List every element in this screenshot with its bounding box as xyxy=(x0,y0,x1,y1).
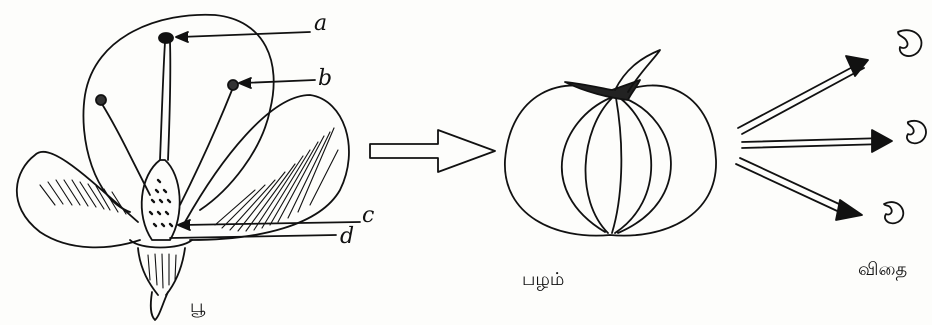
pointer-c-arrowhead xyxy=(177,219,191,231)
arrow-flower-to-fruit xyxy=(369,129,496,173)
flower-ovules xyxy=(148,178,174,228)
flower-petal-right xyxy=(184,94,350,241)
arrow-seed-middle-head xyxy=(871,129,893,153)
flower-receptacle xyxy=(129,239,193,296)
arrow-seed-bottom-head xyxy=(835,199,863,221)
seed-top xyxy=(897,29,923,57)
seed-bottom xyxy=(883,201,905,225)
flower xyxy=(15,13,350,321)
flower-style xyxy=(159,41,172,161)
pointer-a xyxy=(179,31,311,38)
fruit-segments xyxy=(561,97,672,234)
flower-pedicel xyxy=(149,291,169,321)
label-c: c xyxy=(362,203,374,228)
seed-middle xyxy=(906,119,927,145)
flower-petal-top xyxy=(82,13,275,213)
flower-anther-left xyxy=(95,94,107,106)
part-labels: a b c d xyxy=(314,11,374,249)
flower-stamen-left xyxy=(101,103,151,196)
flower-anther-right xyxy=(227,79,239,91)
fruit xyxy=(504,49,717,237)
pointer-d xyxy=(169,234,337,239)
captions: பூ பழம் விதை xyxy=(190,259,907,318)
flower-petal-right-shading xyxy=(214,127,339,232)
label-b: b xyxy=(318,66,332,91)
flower-petal-left-shading xyxy=(39,179,127,215)
caption-fruit: பழம் xyxy=(522,269,564,291)
label-pointers xyxy=(169,31,361,239)
pointer-c xyxy=(181,221,361,226)
caption-seeds: விதை xyxy=(858,259,907,281)
pointer-b xyxy=(242,79,316,84)
flower-stamen-right xyxy=(179,89,233,206)
arrow-seed-top xyxy=(737,61,865,135)
seeds xyxy=(883,29,927,225)
arrow-seed-middle xyxy=(741,137,886,149)
flower-petal-left xyxy=(15,150,141,249)
flower-receptacle-shading xyxy=(147,253,177,289)
fruit-calyx xyxy=(564,79,641,101)
flower-stigma xyxy=(158,32,174,44)
arrow-seed-bottom xyxy=(735,157,853,217)
arrow-seed-top-head xyxy=(845,55,869,77)
pointer-b-arrowhead xyxy=(238,77,252,89)
pointer-a-arrowhead xyxy=(175,31,189,43)
label-a: a xyxy=(314,11,327,36)
fruit-stalk xyxy=(614,49,661,93)
flower-ovary xyxy=(140,159,181,241)
caption-flower: பூ xyxy=(190,296,206,318)
fruit-outline xyxy=(504,84,717,237)
arrows-fruit-to-seeds xyxy=(735,55,893,221)
label-d: d xyxy=(340,224,354,249)
